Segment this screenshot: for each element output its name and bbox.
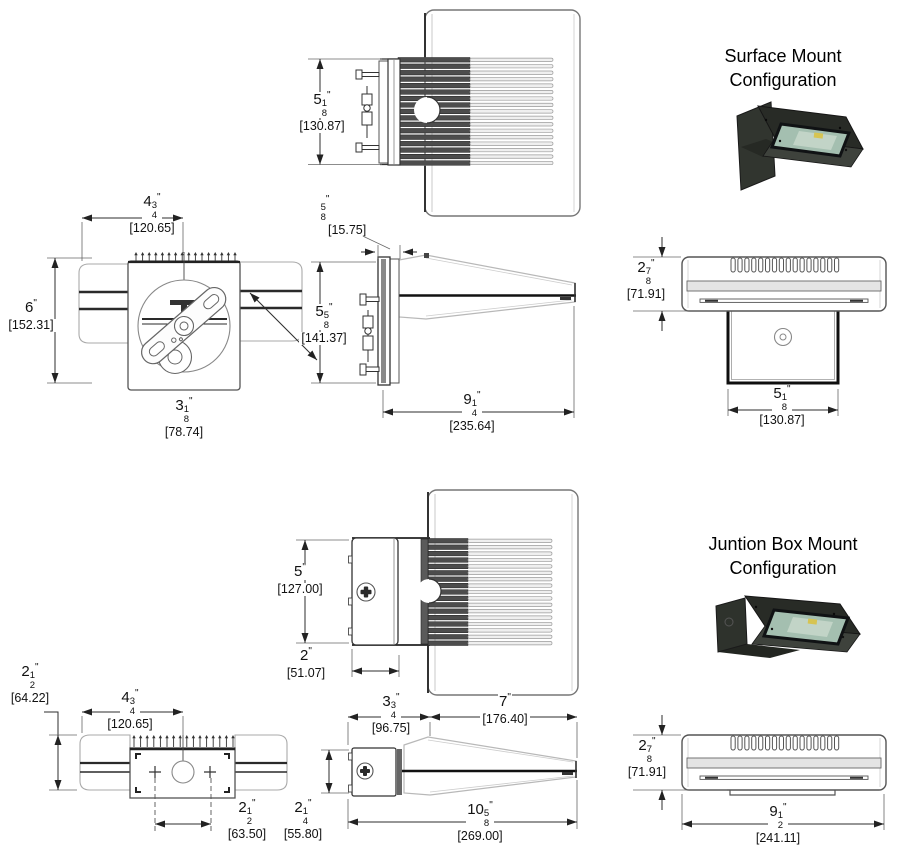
junction-box-mount-title-line2: Configuration [729, 558, 837, 578]
surface-mount-title-line1: Surface Mount [724, 46, 842, 66]
dim-jb-side-body-depth: 7" [176.40] [480, 692, 530, 726]
junction-plan-view-drawing [296, 489, 579, 696]
junction-front-view-drawing [633, 715, 887, 830]
surface-mount-title: Surface Mount Configuration [658, 44, 900, 92]
junction-box-mount-render [715, 595, 861, 658]
surface-back-view-drawing [47, 214, 318, 391]
dim-jb-plan-box-depth: 2" [51.07] [284, 646, 328, 680]
surface-front-view-drawing [633, 237, 887, 416]
junction-box-mount-title-line1: Juntion Box Mount [708, 534, 858, 554]
dim-jb-plan-height: 5" [127.00] [275, 562, 325, 596]
junction-box-mount-drawing [44, 489, 887, 831]
surface-mount-title-line2: Configuration [729, 70, 837, 90]
surface-mount-drawing [47, 9, 887, 418]
surface-plan-view-drawing [308, 9, 581, 217]
surface-mount-render [736, 101, 864, 191]
dim-sm-back-height: 6" [152.31] [6, 298, 56, 332]
junction-side-view-drawing [347, 713, 578, 829]
junction-back-view-drawing [44, 708, 349, 831]
junction-box-mount-title: Juntion Box Mount Configuration [658, 532, 900, 580]
